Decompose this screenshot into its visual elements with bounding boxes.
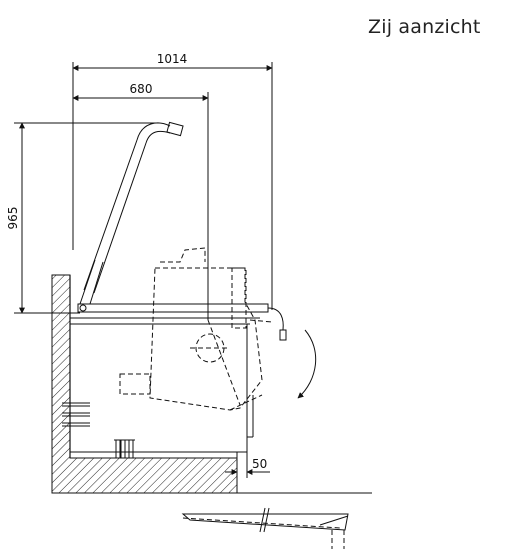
dimension-overall-width xyxy=(72,62,273,310)
view-title: Zij aanzicht xyxy=(368,16,481,38)
wall-section xyxy=(51,274,372,494)
wall-pipes xyxy=(62,402,90,427)
tilted-kettle-dashed xyxy=(119,247,273,411)
cabinet-base xyxy=(70,317,260,453)
floor-drains xyxy=(114,439,135,459)
bottom-pan-detail xyxy=(181,507,349,549)
raised-lid-arm xyxy=(83,121,184,294)
dimension-offset xyxy=(225,452,270,478)
dimension-label-680: 680 xyxy=(130,82,153,96)
dimension-label-965: 965 xyxy=(6,207,20,230)
tilting-kettle-frame xyxy=(77,259,287,341)
tilt-direction-arrow xyxy=(297,329,317,399)
dimension-label-50: 50 xyxy=(252,457,267,471)
dimension-inner-width xyxy=(72,92,209,320)
dimension-label-1014: 1014 xyxy=(157,52,188,66)
